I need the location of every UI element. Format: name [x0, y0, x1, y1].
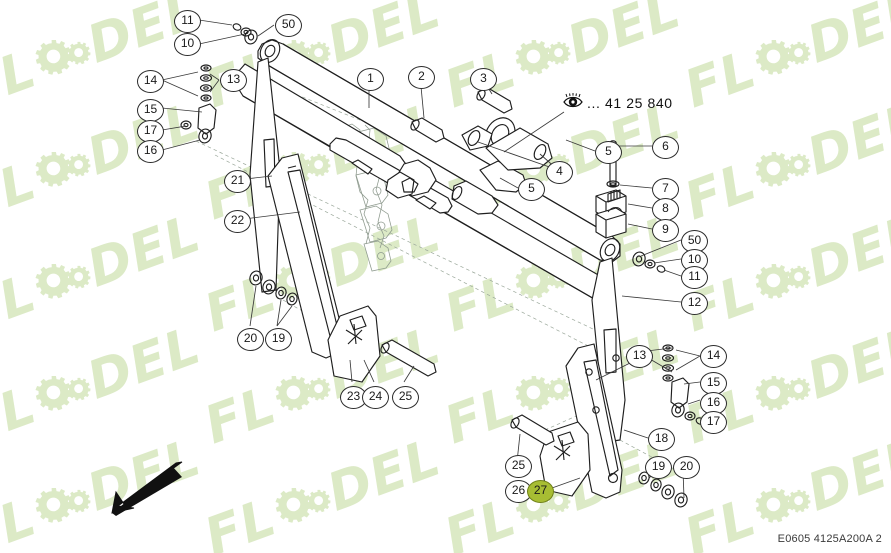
callout-5[interactable]: 5 — [518, 178, 545, 201]
plate-23-24 — [327, 305, 381, 383]
callout-6[interactable]: 6 — [652, 136, 679, 159]
pin-3 — [476, 87, 513, 114]
callout-14[interactable]: 14 — [700, 345, 727, 368]
pin-2 — [410, 117, 445, 143]
pin-25-right — [510, 414, 555, 446]
fastener-group-top-left — [180, 64, 217, 144]
part-number-text: ... 41 25 840 — [587, 94, 673, 111]
yoke-bracket-left — [385, 159, 437, 199]
callout-22[interactable]: 22 — [224, 210, 251, 233]
swing-arm-right — [565, 343, 623, 499]
callout-8[interactable]: 8 — [652, 198, 679, 221]
washer-stack-left-19-20 — [249, 270, 298, 306]
eye-icon — [562, 93, 584, 112]
callout-17[interactable]: 17 — [700, 411, 727, 434]
callout-20[interactable]: 20 — [237, 328, 264, 351]
callout-23[interactable]: 23 — [340, 386, 367, 409]
callout-15[interactable]: 15 — [137, 99, 164, 122]
callout-11[interactable]: 11 — [681, 266, 708, 289]
callout-9[interactable]: 9 — [652, 219, 679, 242]
callout-19[interactable]: 19 — [645, 456, 672, 479]
callout-13[interactable]: 13 — [626, 345, 653, 368]
callout-14[interactable]: 14 — [137, 70, 164, 93]
callout-21[interactable]: 21 — [224, 170, 251, 193]
pin-25-left — [380, 339, 437, 377]
callout-25[interactable]: 25 — [505, 455, 532, 478]
callout-13[interactable]: 13 — [220, 69, 247, 92]
fastener-group-bottom-right — [661, 344, 705, 425]
callout-4[interactable]: 4 — [546, 161, 573, 184]
washer-7 — [606, 180, 620, 188]
callout-15[interactable]: 15 — [700, 372, 727, 395]
callout-10[interactable]: 10 — [174, 33, 201, 56]
callout-27-selected[interactable]: 27 — [527, 480, 554, 503]
center-tube — [329, 117, 553, 215]
block-9 — [595, 207, 627, 239]
callout-18[interactable]: 18 — [648, 428, 675, 451]
callout-20[interactable]: 20 — [673, 456, 700, 479]
callout-19[interactable]: 19 — [265, 328, 292, 351]
fastener-group-right-mid — [632, 251, 666, 273]
upper-bar-assembly — [257, 39, 621, 263]
travel-direction-arrow-group — [111, 461, 183, 516]
callout-25[interactable]: 25 — [392, 386, 419, 409]
main-geometry — [180, 23, 705, 508]
fastener-group-top-right-upper — [232, 23, 258, 45]
callout-5[interactable]: 5 — [595, 141, 622, 164]
callout-3[interactable]: 3 — [470, 68, 497, 91]
callout-11[interactable]: 11 — [174, 10, 201, 33]
callout-2[interactable]: 2 — [408, 66, 435, 89]
callout-12[interactable]: 12 — [681, 292, 708, 315]
callout-24[interactable]: 24 — [362, 386, 389, 409]
callout-1[interactable]: 1 — [357, 68, 384, 91]
part-number-callout: ... 41 25 840 — [562, 93, 673, 112]
callout-7[interactable]: 7 — [652, 178, 679, 201]
callout-16[interactable]: 16 — [137, 140, 164, 163]
callout-50[interactable]: 50 — [275, 14, 302, 37]
diagram-code-footer: E0605 4125A200A 2 — [777, 533, 882, 545]
arm-right-lower — [591, 257, 626, 443]
